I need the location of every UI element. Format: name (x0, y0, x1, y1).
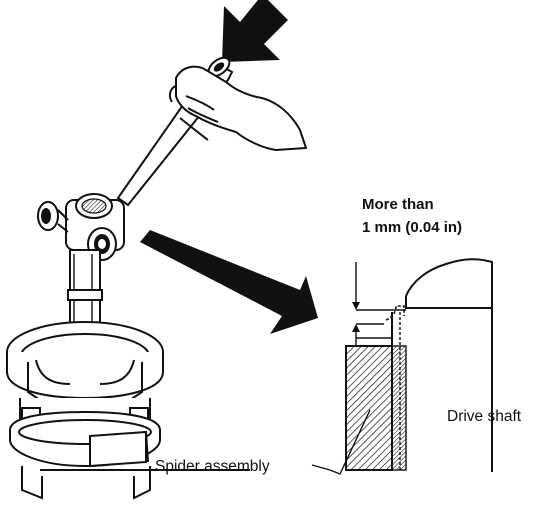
base-plate (40, 430, 250, 471)
dim-arrow-up-icon (352, 324, 360, 332)
force-arrow-icon (222, 0, 288, 62)
clearance-label-line2: 1 mm (0.04 in) (362, 219, 463, 236)
pointer-arrow-icon (140, 230, 318, 334)
dim-arrow-down-icon (352, 302, 360, 310)
drive-shaft-outline (405, 258, 493, 472)
spider-section (345, 345, 393, 471)
drive-shaft-label: Drive shaft (447, 408, 522, 425)
clearance-detail (345, 258, 493, 472)
spider-assembly-label: Spider assembly (155, 458, 270, 475)
clearance-label-line1: More than (362, 196, 434, 213)
joint-housing (6, 321, 164, 500)
spider-leader-line (329, 409, 371, 475)
hand (168, 65, 307, 151)
